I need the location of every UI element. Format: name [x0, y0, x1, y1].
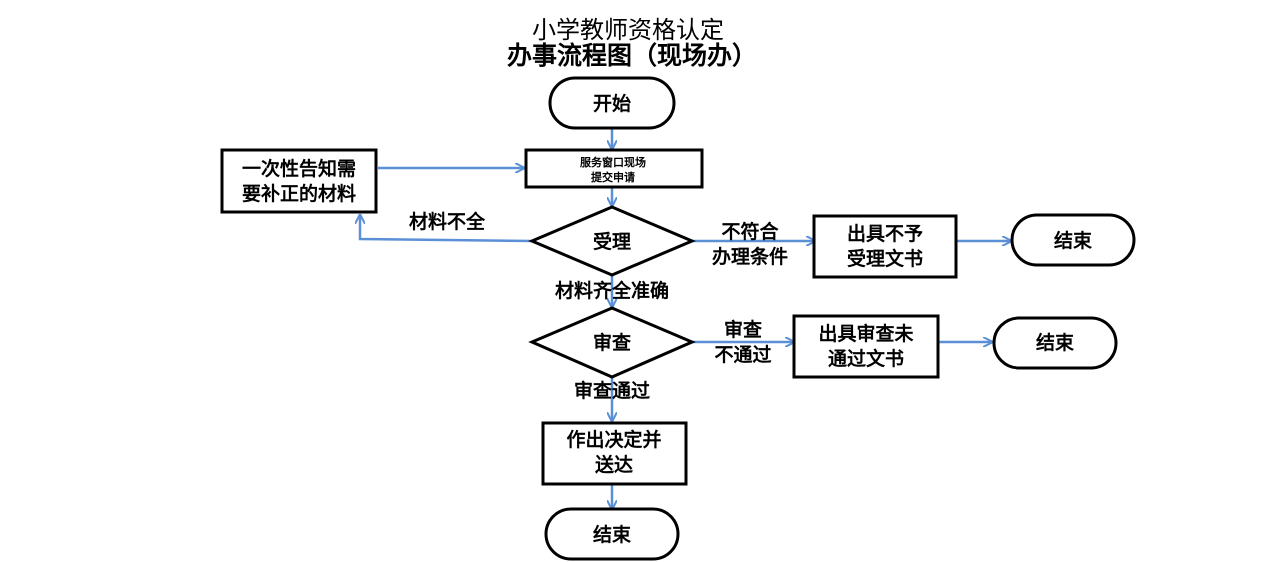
node-review: 审查	[528, 306, 696, 379]
edge-label-not-eligible-line2: 办理条件	[712, 245, 788, 268]
edge-label-review-fail-line1: 审查	[724, 318, 763, 341]
notify-process-shape	[220, 148, 378, 214]
start-label: 开始	[593, 92, 631, 115]
node-accept: 受理	[528, 205, 696, 277]
node-decide-deliver: 作出决定并 送达	[541, 421, 688, 486]
start-terminal-shape	[548, 76, 676, 130]
submit-label-line1: 服务窗口现场	[580, 155, 646, 169]
review-label: 审查	[593, 331, 632, 354]
edge-accept-to-notify	[360, 216, 532, 243]
end-final-label: 结束	[593, 523, 632, 546]
accept-decision-shape	[528, 205, 696, 277]
diagram-title-line2: 办事流程图（现场办）	[507, 41, 757, 70]
end-reject-label: 结束	[1054, 229, 1093, 252]
node-reject-document: 出具不予 受理文书	[812, 214, 958, 279]
end-final-terminal-shape	[544, 507, 680, 561]
decide-process-shape	[541, 421, 688, 486]
fail-doc-process-shape	[792, 314, 940, 379]
reject-doc-label-line1: 出具不予	[847, 222, 923, 245]
edge-label-not-eligible-line1: 不符合	[721, 220, 779, 243]
notify-label-line2: 要补正的材料	[242, 182, 356, 205]
decide-label-line2: 送达	[595, 453, 633, 476]
diagram-title-line1: 小学教师资格认定	[532, 16, 724, 44]
node-submit-application: 服务窗口现场 提交申请	[524, 148, 704, 189]
submit-label-line2: 提交申请	[591, 170, 635, 184]
node-fail-document: 出具审查未 通过文书	[792, 314, 940, 379]
decide-label-line1: 作出决定并	[566, 428, 661, 451]
fail-doc-label-line2: 通过文书	[828, 347, 904, 370]
edge-label-complete: 材料齐全准确	[555, 279, 669, 302]
node-end-reject: 结束	[1010, 213, 1136, 267]
node-end-final: 结束	[544, 507, 680, 561]
end-fail-terminal-shape	[992, 316, 1118, 370]
accept-label: 受理	[593, 230, 631, 253]
edge-label-review-pass: 审查通过	[574, 379, 650, 402]
edge-label-incomplete: 材料不全	[409, 210, 486, 233]
edges	[360, 128, 1010, 508]
submit-process-shape	[524, 148, 704, 189]
notify-label-line1: 一次性告知需	[242, 157, 356, 180]
node-end-fail: 结束	[992, 316, 1118, 370]
end-reject-terminal-shape	[1010, 213, 1136, 267]
review-decision-shape	[528, 306, 696, 379]
reject-doc-process-shape	[812, 214, 958, 279]
reject-doc-label-line2: 受理文书	[847, 247, 923, 270]
node-start: 开始	[548, 76, 676, 130]
fail-doc-label-line1: 出具审查未	[818, 322, 913, 345]
edge-label-review-fail-line2: 不通过	[714, 344, 771, 366]
node-notify-materials: 一次性告知需 要补正的材料	[220, 148, 378, 214]
end-fail-label: 结束	[1036, 331, 1075, 354]
